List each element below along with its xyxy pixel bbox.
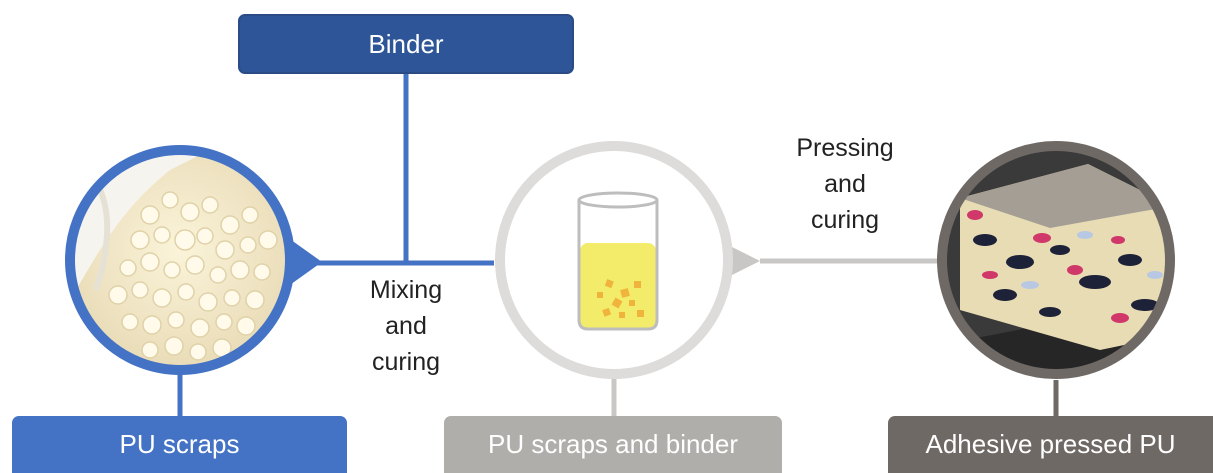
mixture-label: PU scraps and binder: [487, 429, 739, 459]
pressed-pu-box: Adhesive pressed PU: [888, 416, 1213, 473]
pressing-step-label: Pressing and curing: [796, 134, 894, 234]
binder-box: Binder: [238, 14, 574, 74]
beaker-icon: [577, 191, 659, 331]
pressed-pu-label: Adhesive pressed PU: [925, 429, 1176, 459]
mixture-box: PU scraps and binder: [444, 416, 782, 473]
mixing-step-label: Mixing and curing: [369, 276, 443, 376]
binder-label: Binder: [368, 28, 444, 59]
pu-scraps-label: PU scraps: [119, 429, 240, 459]
pressed-foam-photo: [937, 141, 1175, 379]
pu-scraps-photo: [65, 145, 322, 375]
pu-scraps-box: PU scraps: [12, 416, 347, 473]
mixture-circle: [495, 141, 760, 379]
